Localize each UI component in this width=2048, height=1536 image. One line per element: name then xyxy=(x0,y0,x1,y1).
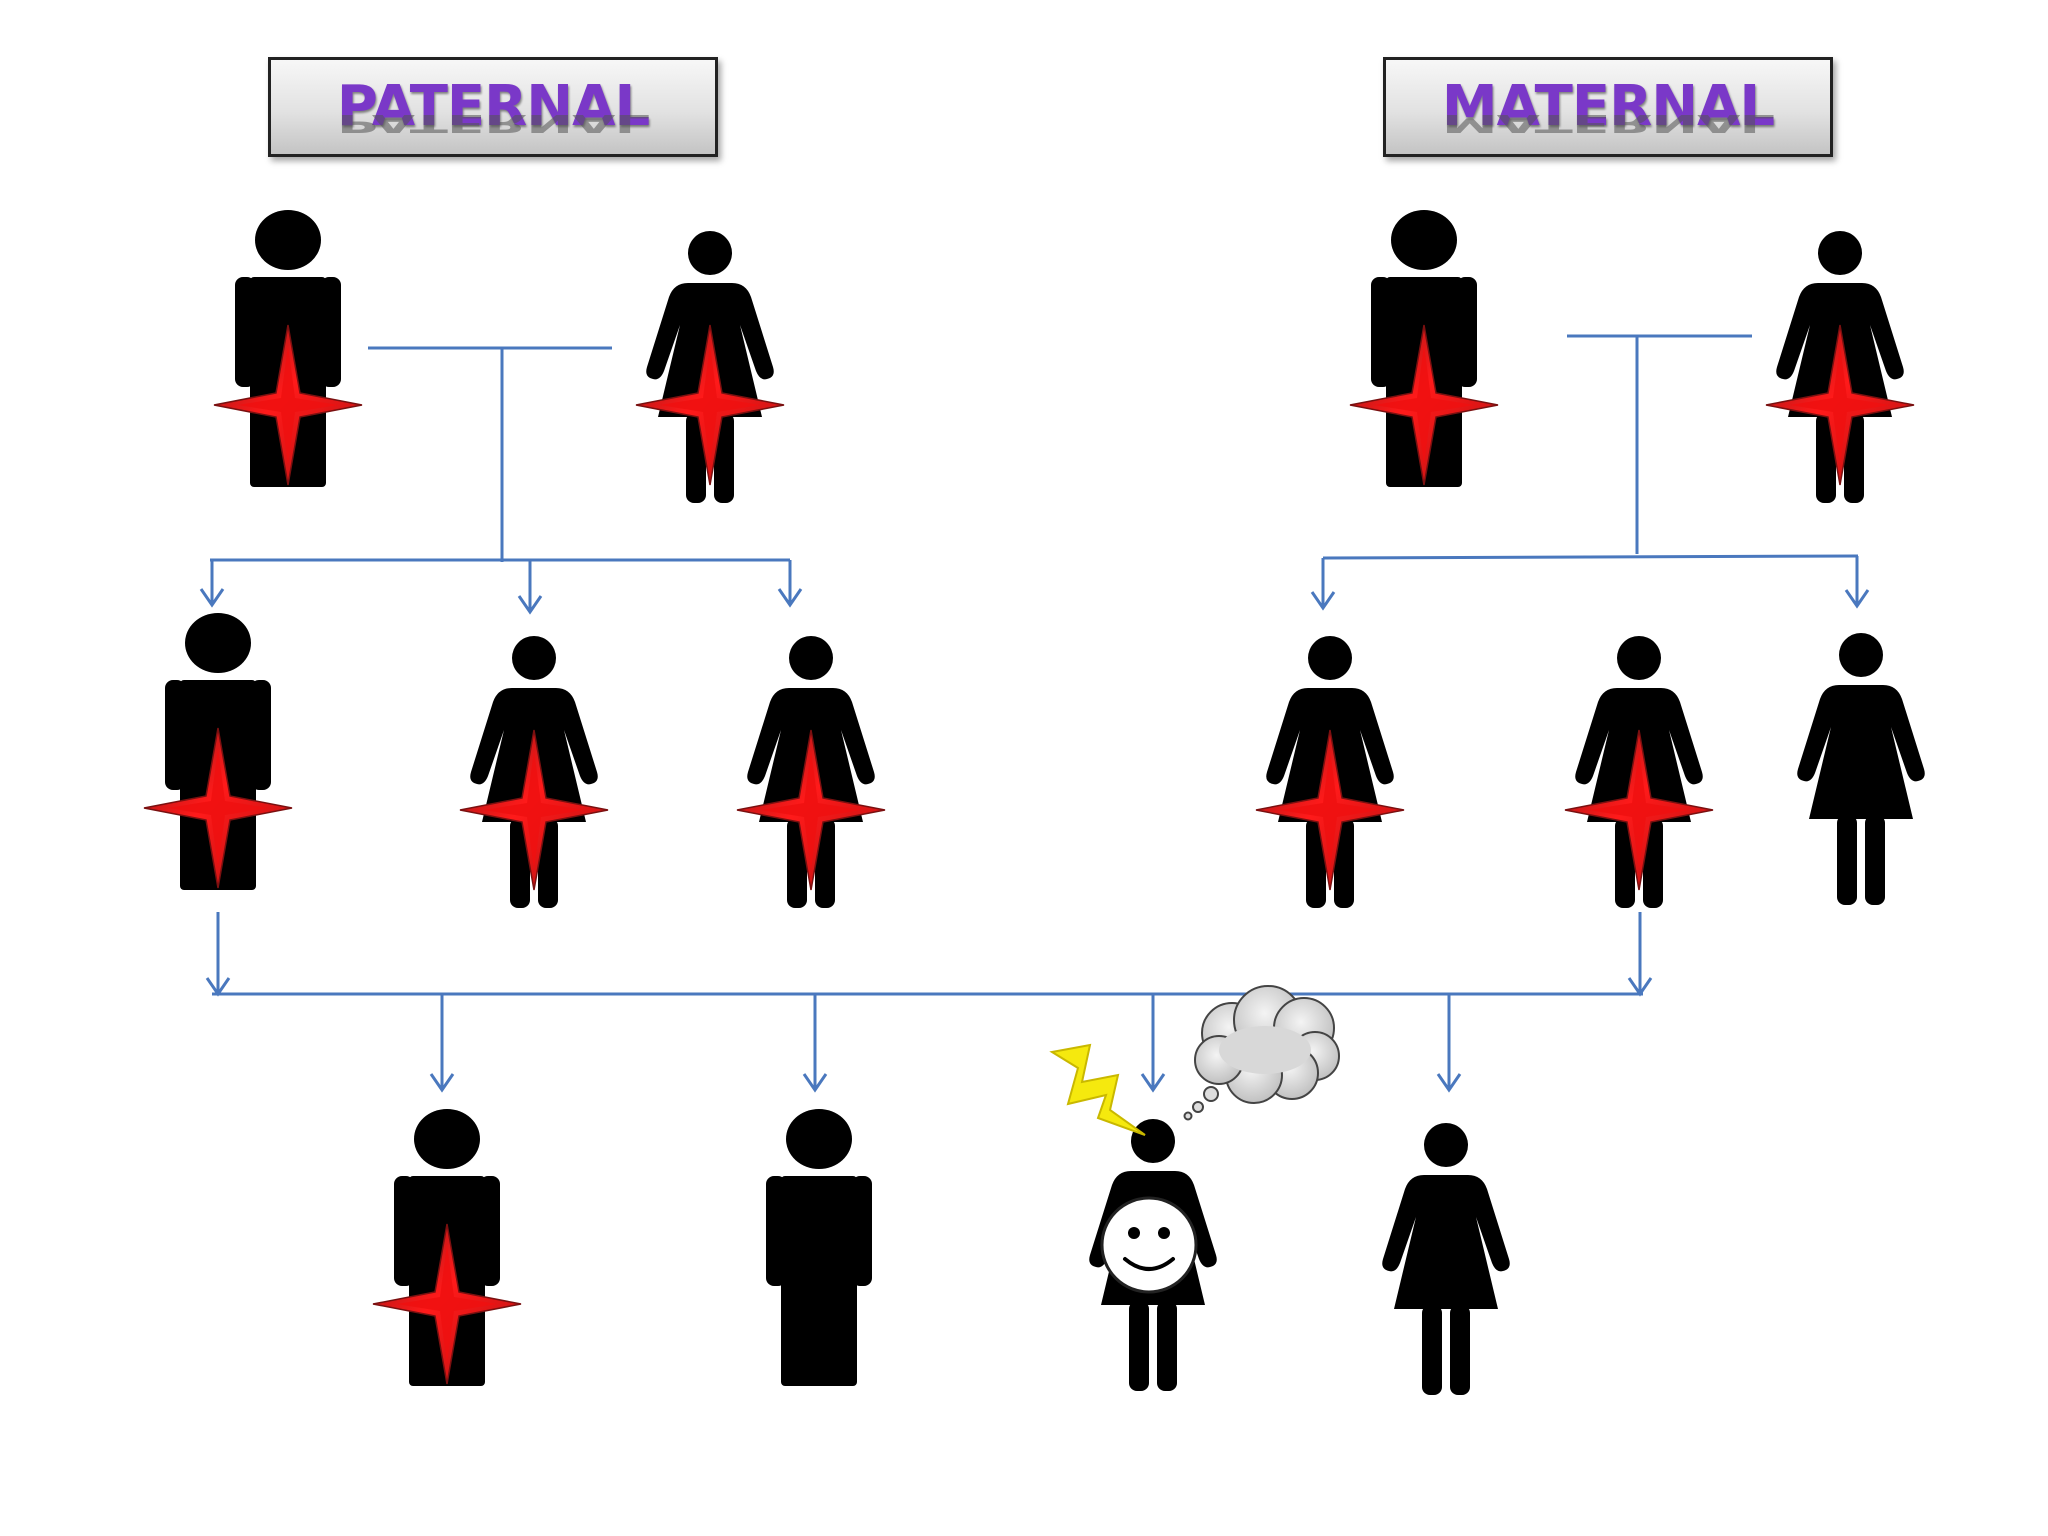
maternal-aunt-1 xyxy=(1255,636,1405,908)
arrow-father-down xyxy=(205,912,231,997)
red-star-icon xyxy=(736,729,886,891)
arrow-to-child-daughter-proband xyxy=(1140,994,1166,1093)
red-star-icon xyxy=(143,727,293,889)
child-daughter-proband xyxy=(1089,1119,1217,1391)
red-star-icon xyxy=(213,324,363,486)
smiley-face-icon xyxy=(1100,1196,1198,1294)
child-son-2 xyxy=(766,1109,872,1386)
maternal-aunt-2 xyxy=(1797,633,1925,905)
paternal-aunt-2 xyxy=(736,636,886,908)
red-star-icon xyxy=(1255,729,1405,891)
lightning-bolt-icon xyxy=(1049,1043,1146,1136)
male-figure-icon xyxy=(766,1109,872,1386)
figures-layer xyxy=(143,210,1925,1395)
paternal-aunt-1 xyxy=(459,636,609,908)
red-star-icon xyxy=(1564,729,1714,891)
arrow-to-paternal-aunt-1 xyxy=(517,560,543,615)
paternal-label: PATERNAL xyxy=(336,74,650,139)
child-daughter-2 xyxy=(1382,1123,1510,1395)
thought-cloud-icon xyxy=(1183,985,1340,1121)
red-star-icon xyxy=(635,324,785,486)
arrow-to-paternal-aunt-2 xyxy=(777,560,803,608)
extras-layer xyxy=(1049,985,1340,1136)
maternal-label-box: MATERNAL MATERNAL xyxy=(1383,57,1833,157)
maternal-grandmother xyxy=(1765,231,1915,503)
arrow-to-child-daughter-2 xyxy=(1436,994,1462,1093)
connector-lines xyxy=(199,334,1870,1093)
female-figure-icon xyxy=(1382,1123,1510,1395)
arrow-to-maternal-aunt-1 xyxy=(1310,558,1336,611)
paternal-grandfather xyxy=(213,210,363,487)
red-star-icon xyxy=(459,729,609,891)
arrow-to-maternal-aunt-2 xyxy=(1844,556,1870,609)
maternal-sibship-line xyxy=(1322,554,1859,560)
female-figure-icon xyxy=(1797,633,1925,905)
red-star-icon xyxy=(372,1223,522,1385)
child-son-1 xyxy=(372,1109,522,1386)
arrow-to-child-son-2 xyxy=(802,994,828,1093)
maternal-grandfather xyxy=(1349,210,1499,487)
arrow-to-child-son-1 xyxy=(429,994,455,1093)
red-star-icon xyxy=(1349,324,1499,486)
arrow-to-father xyxy=(199,560,225,608)
father xyxy=(143,613,293,890)
maternal-label: MATERNAL xyxy=(1441,74,1775,139)
paternal-grandmother xyxy=(635,231,785,503)
arrow-mother-down xyxy=(1627,912,1653,997)
red-star-icon xyxy=(1765,324,1915,486)
mother xyxy=(1564,636,1714,908)
paternal-label-box: PATERNAL PATERNAL xyxy=(268,57,718,157)
